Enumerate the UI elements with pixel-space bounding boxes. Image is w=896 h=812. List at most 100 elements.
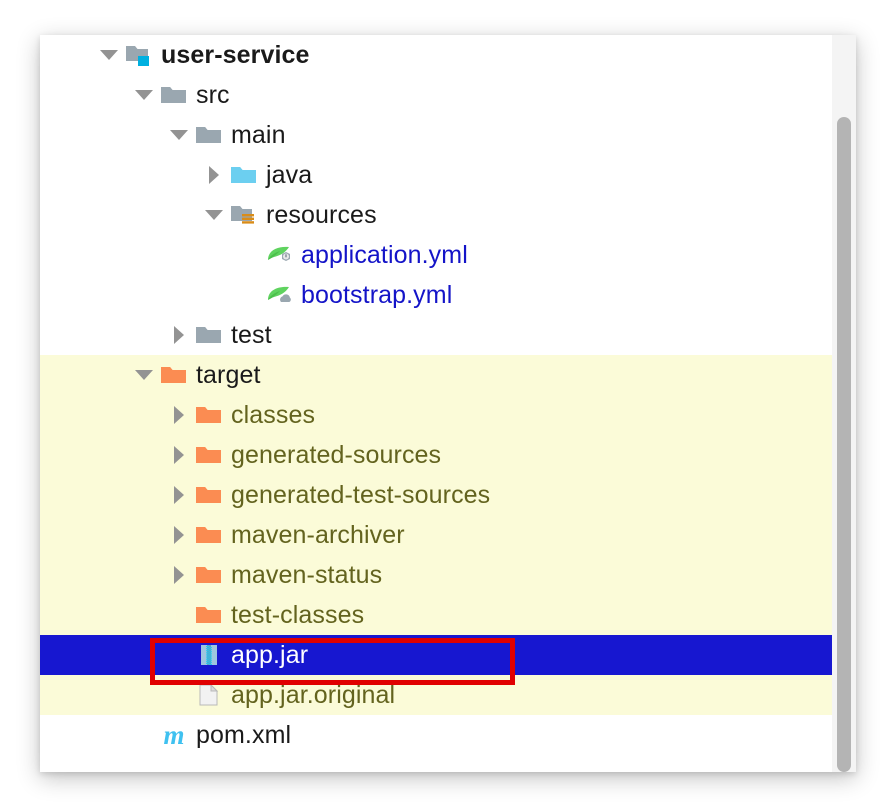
folder-orange-icon <box>157 355 191 395</box>
tree-row-user-service[interactable]: user-service <box>40 35 832 75</box>
folder-gray-icon <box>157 75 191 115</box>
tree-row-generated-test-sources[interactable]: generated-test-sources <box>40 475 832 515</box>
tree-row-label: bootstrap.yml <box>301 281 453 309</box>
chevron-right-icon <box>209 166 219 184</box>
spring-config-yml-icon <box>262 235 296 275</box>
tree-row-label: app.jar.original <box>231 681 396 709</box>
indent-spacer <box>40 155 201 195</box>
toggle-placeholder <box>166 595 192 635</box>
chevron-right-icon <box>174 326 184 344</box>
tree-row-label: test-classes <box>231 601 365 629</box>
tree-row-application-yml[interactable]: application.yml <box>40 235 832 275</box>
tree-row-maven-archiver[interactable]: maven-archiver <box>40 515 832 555</box>
indent-spacer <box>40 35 96 75</box>
indent-spacer <box>40 115 166 155</box>
indent-spacer <box>40 275 236 315</box>
toggle-placeholder <box>131 715 157 755</box>
folder-resources-icon <box>227 195 261 235</box>
tree-row-resources[interactable]: resources <box>40 195 832 235</box>
indent-spacer <box>40 75 131 115</box>
expand-arrow-right-icon[interactable] <box>166 435 192 475</box>
toggle-placeholder <box>166 675 192 715</box>
expand-arrow-right-icon[interactable] <box>166 555 192 595</box>
expand-arrow-down-icon[interactable] <box>201 195 227 235</box>
expand-arrow-down-icon[interactable] <box>131 75 157 115</box>
tree-row-src[interactable]: src <box>40 75 832 115</box>
chevron-down-icon <box>205 210 223 220</box>
tree-row-bootstrap-yml[interactable]: bootstrap.yml <box>40 275 832 315</box>
expand-arrow-right-icon[interactable] <box>166 515 192 555</box>
archive-jar-icon <box>192 635 226 675</box>
tree-row-target[interactable]: target <box>40 355 832 395</box>
indent-spacer <box>40 555 166 595</box>
tree-row-label: target <box>196 361 261 389</box>
chevron-right-icon <box>174 406 184 424</box>
generic-file-icon <box>192 675 226 715</box>
toggle-placeholder <box>166 635 192 675</box>
indent-spacer <box>40 395 166 435</box>
expand-arrow-right-icon[interactable] <box>166 315 192 355</box>
indent-spacer <box>40 435 166 475</box>
tree-row-label: pom.xml <box>196 721 292 749</box>
folder-gray-icon <box>192 315 226 355</box>
chevron-down-icon <box>170 130 188 140</box>
expand-arrow-down-icon[interactable] <box>96 35 122 75</box>
chevron-right-icon <box>174 446 184 464</box>
tree-row-label: user-service <box>161 41 310 69</box>
indent-spacer <box>40 195 201 235</box>
expand-arrow-down-icon[interactable] <box>131 355 157 395</box>
chevron-down-icon <box>135 90 153 100</box>
tree-row-label: resources <box>266 201 377 229</box>
indent-spacer <box>40 715 131 755</box>
tree-row-label: app.jar <box>231 641 309 669</box>
spring-bootstrap-yml-icon <box>262 275 296 315</box>
folder-orange-icon <box>192 435 226 475</box>
chevron-right-icon <box>174 566 184 584</box>
expand-arrow-right-icon[interactable] <box>166 395 192 435</box>
toggle-placeholder <box>236 275 262 315</box>
tree-row-label: main <box>231 121 286 149</box>
tree-row-java[interactable]: java <box>40 155 832 195</box>
folder-sources-icon <box>227 155 261 195</box>
tree-row-test[interactable]: test <box>40 315 832 355</box>
tree-row-main[interactable]: main <box>40 115 832 155</box>
tree-row-classes[interactable]: classes <box>40 395 832 435</box>
chevron-right-icon <box>174 486 184 504</box>
vertical-scrollbar-thumb[interactable] <box>837 117 851 772</box>
indent-spacer <box>40 235 236 275</box>
tree-row-test-classes[interactable]: test-classes <box>40 595 832 635</box>
folder-orange-icon <box>192 555 226 595</box>
module-folder-icon <box>122 35 156 75</box>
folder-orange-icon <box>192 595 226 635</box>
folder-orange-icon <box>192 475 226 515</box>
indent-spacer <box>40 475 166 515</box>
vertical-scrollbar-track[interactable] <box>832 35 856 772</box>
tree-row-app-jar[interactable]: app.jar <box>40 635 832 675</box>
tree-row-label: application.yml <box>301 241 468 269</box>
tree-row-label: maven-archiver <box>231 521 405 549</box>
tree-row-pom-xml[interactable]: m pom.xml <box>40 715 832 755</box>
folder-orange-icon <box>192 515 226 555</box>
expand-arrow-down-icon[interactable] <box>166 115 192 155</box>
chevron-down-icon <box>135 370 153 380</box>
tree-row-generated-sources[interactable]: generated-sources <box>40 435 832 475</box>
tree-row-label: java <box>266 161 313 189</box>
expand-arrow-right-icon[interactable] <box>201 155 227 195</box>
chevron-down-icon <box>100 50 118 60</box>
folder-gray-icon <box>192 115 226 155</box>
indent-spacer <box>40 635 166 675</box>
indent-spacer <box>40 595 166 635</box>
maven-pom-icon: m <box>163 720 185 750</box>
indent-spacer <box>40 355 131 395</box>
expand-arrow-right-icon[interactable] <box>166 475 192 515</box>
chevron-right-icon <box>174 526 184 544</box>
tree-row-label: src <box>196 81 230 109</box>
toggle-placeholder <box>236 235 262 275</box>
indent-spacer <box>40 315 166 355</box>
folder-orange-icon <box>192 395 226 435</box>
tree-row-app-jar-original[interactable]: app.jar.original <box>40 675 832 715</box>
tree-row-maven-status[interactable]: maven-status <box>40 555 832 595</box>
tree-row-label: classes <box>231 401 316 429</box>
